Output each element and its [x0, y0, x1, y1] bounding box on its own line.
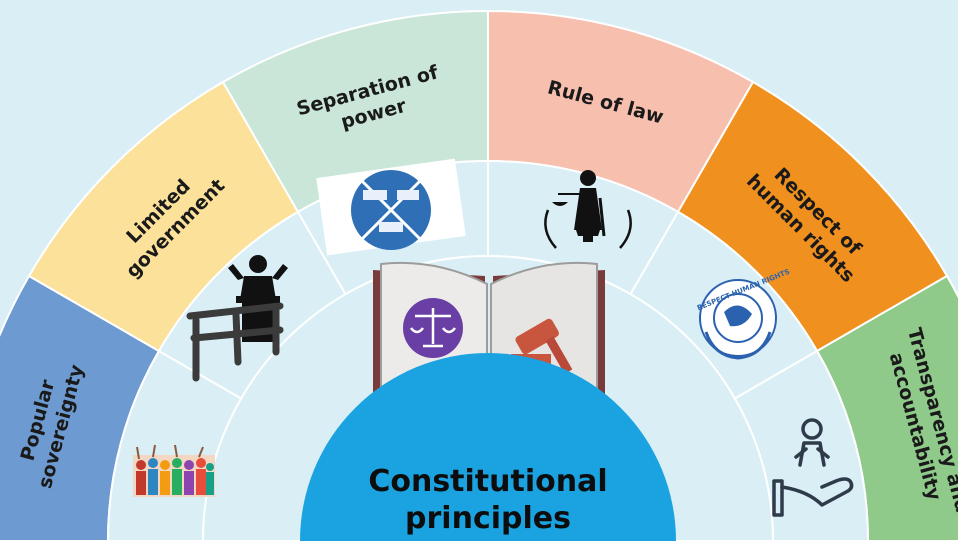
outer-ring — [0, 9, 958, 541]
center-dome — [300, 353, 676, 541]
lady-justice-icon — [544, 170, 632, 249]
crowd-icon — [133, 444, 215, 497]
government-buildings-icon — [316, 158, 466, 256]
speaker-podium-icon — [186, 255, 288, 382]
hand-person-icon — [772, 418, 854, 517]
center-title-line1: Constitutional — [368, 464, 607, 499]
center-title-line2: principles — [405, 501, 571, 536]
